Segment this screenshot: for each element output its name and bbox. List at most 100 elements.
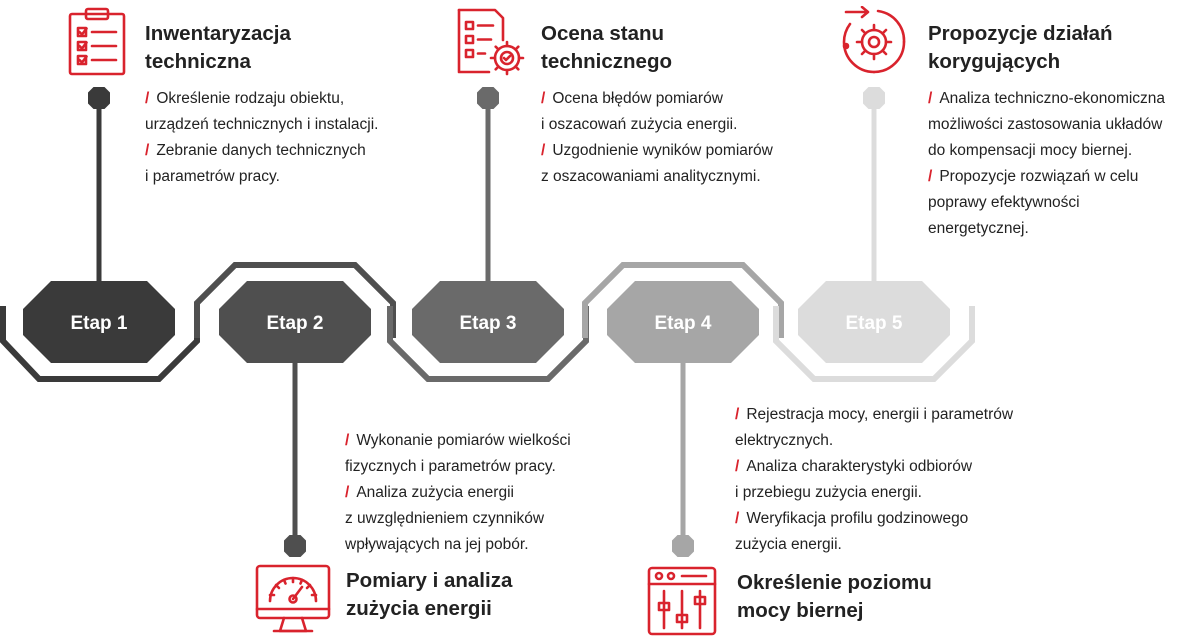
bullet-item: i parametrów pracy.	[145, 164, 378, 190]
bullet-item: / Zebranie danych technicznych	[145, 138, 378, 164]
document-gear-icon	[455, 6, 527, 83]
bullet-text: wpływających na jej pobór.	[345, 536, 529, 553]
connector-node-stage-3	[477, 87, 499, 109]
stage-hexagon-5	[798, 281, 950, 363]
bullet-text: i parametrów pracy.	[145, 168, 280, 185]
stage-4-title: Określenie poziomu mocy biernej	[737, 569, 932, 625]
bullet-item: / Propozycje rozwiązań w celu	[928, 164, 1165, 190]
bullet-text: urządzeń technicznych i instalacji.	[145, 116, 379, 133]
stage-1-bullets: / Określenie rodzaju obiektu, urządzeń te…	[145, 86, 378, 190]
stage-3-title: Ocena stanu technicznego	[541, 20, 672, 76]
bullet-item: / Wykonanie pomiarów wielkości	[345, 428, 571, 454]
bullet-item: / Określenie rodzaju obiektu,	[145, 86, 378, 112]
stage-label-2: Etap 2	[266, 313, 323, 334]
bullet-text: Analiza techniczno-ekonomiczna	[939, 90, 1166, 107]
slash-icon: /	[928, 90, 933, 107]
bullet-item: / Analiza techniczno-ekonomiczna	[928, 86, 1165, 112]
bullet-text: Określenie rodzaju obiektu,	[156, 90, 345, 107]
stage-2-bullets: / Wykonanie pomiarów wielkości fizycznych…	[345, 428, 571, 558]
connector-node-stage-1	[88, 87, 110, 109]
bullet-text: zużycia energii.	[735, 536, 842, 553]
stage-label-5: Etap 5	[845, 313, 902, 334]
bullet-item: / Weryfikacja profilu godzinowego	[735, 506, 1013, 532]
bullet-text: i przebiegu zużycia energii.	[735, 484, 922, 501]
timeline-connector-brackets	[0, 262, 975, 382]
bullet-text: i oszacowań zużycia energii.	[541, 116, 738, 133]
clipboard-checklist-icon	[66, 6, 128, 81]
bullet-item: energetycznej.	[928, 216, 1165, 242]
stage-2-title: Pomiary i analiza zużycia energii	[346, 567, 512, 623]
bullet-text: poprawy efektywności	[928, 194, 1080, 211]
stage-label-4: Etap 4	[654, 313, 711, 334]
stage-label-3: Etap 3	[459, 313, 516, 334]
bullet-item: wpływających na jej pobór.	[345, 532, 571, 558]
bullet-text: Analiza zużycia energii	[356, 484, 514, 501]
stage-4-bullets: /Rejestracja mocy, energii i parametrów …	[735, 402, 1013, 558]
stage-hexagon-2	[219, 281, 371, 363]
stage-hexagon-3	[412, 281, 564, 363]
title-line: korygujących	[928, 50, 1061, 73]
title-line: Inwentaryzacja	[145, 22, 291, 45]
stage-5-bullets: / Analiza techniczno-ekonomiczna możliwoś…	[928, 86, 1165, 242]
bullet-item: i oszacowań zużycia energii.	[541, 112, 773, 138]
slash-icon: /	[145, 90, 150, 107]
timeline-connectors	[88, 87, 885, 557]
bracket-stage-5	[773, 306, 975, 382]
title-line: mocy biernej	[737, 599, 864, 622]
bullet-item: / Rejestracja mocy, energii i parametrów	[735, 402, 1013, 428]
bullet-item: możliwości zastosowania układów	[928, 112, 1165, 138]
bullet-item: /Ocena błędów pomiarów	[541, 86, 773, 112]
bullet-text: elektrycznych.	[735, 432, 834, 449]
bullet-item: urządzeń technicznych i instalacji.	[145, 112, 378, 138]
bullet-text: Propozycje rozwiązań w celu	[939, 168, 1139, 185]
connector-node-stage-5	[863, 87, 885, 109]
stage-5-title: Propozycje działań korygujących	[928, 20, 1113, 76]
bullet-text: energetycznej.	[928, 220, 1029, 237]
slash-icon: /	[345, 484, 350, 501]
bullet-item: / Analiza zużycia energii	[345, 480, 571, 506]
gear-cycle-icon	[838, 5, 910, 83]
stage-label-1: Etap 1	[70, 313, 127, 334]
title-line: Określenie poziomu	[737, 571, 932, 594]
slash-icon: /	[735, 458, 740, 475]
bullet-text: Wykonanie pomiarów wielkości	[356, 432, 571, 449]
bullet-item: / Analiza charakterystyki odbiorów	[735, 454, 1013, 480]
connector-node-stage-4	[672, 535, 694, 557]
stage-hexagon-1	[23, 281, 175, 363]
bullet-text: do kompensacji mocy biernej.	[928, 142, 1133, 159]
bullet-text: Ocena błędów pomiarów	[552, 90, 723, 107]
bullet-text: z uwzględnieniem czynników	[345, 510, 545, 527]
bullet-item: / Uzgodnienie wyników pomiarów	[541, 138, 773, 164]
bullet-text: z oszacowaniami analitycznymi.	[541, 168, 761, 185]
bullet-text: Weryfikacja profilu godzinowego	[746, 510, 969, 527]
bullet-text: Analiza charakterystyki odbiorów	[746, 458, 973, 475]
stage-hexagons: Etap 1 Etap 2 Etap 3 Etap 4 Etap 5	[23, 281, 950, 363]
connector-node-stage-2	[284, 535, 306, 557]
slash-icon: /	[345, 432, 350, 449]
bullet-item: i przebiegu zużycia energii.	[735, 480, 1013, 506]
bullet-text: Uzgodnienie wyników pomiarów	[552, 142, 773, 159]
slash-icon: /	[735, 406, 740, 423]
slash-icon: /	[928, 168, 933, 185]
bullet-item: poprawy efektywności	[928, 190, 1165, 216]
stage-1-title: Inwentaryzacja techniczna	[145, 20, 291, 76]
bullet-item: do kompensacji mocy biernej.	[928, 138, 1165, 164]
slash-icon: /	[735, 510, 740, 527]
gauge-monitor-icon	[254, 563, 332, 642]
stage-hexagon-4	[607, 281, 759, 363]
slash-icon: /	[145, 142, 150, 159]
bullet-item: elektrycznych.	[735, 428, 1013, 454]
slash-icon: /	[541, 142, 546, 159]
title-line: zużycia energii	[346, 597, 492, 620]
title-line: Ocena stanu	[541, 22, 665, 45]
bullet-item: zużycia energii.	[735, 532, 1013, 558]
bullet-text: fizycznych i parametrów pracy.	[345, 458, 556, 475]
bracket-stage-4	[582, 262, 784, 338]
bullet-text: Zebranie danych technicznych	[156, 142, 366, 159]
bullet-item: fizycznych i parametrów pracy.	[345, 454, 571, 480]
title-line: Pomiary i analiza	[346, 569, 513, 592]
title-line: technicznego	[541, 50, 672, 73]
bullet-text: Rejestracja mocy, energii i parametrów	[746, 406, 1014, 423]
stage-3-bullets: /Ocena błędów pomiarów i oszacowań zużyc…	[541, 86, 773, 190]
